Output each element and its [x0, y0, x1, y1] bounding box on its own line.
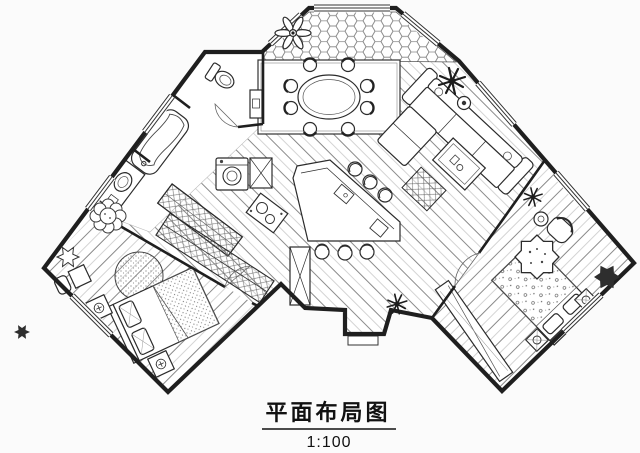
wardrobe-cabinet — [155, 212, 275, 304]
bar-stools — [314, 161, 393, 261]
window — [84, 174, 116, 212]
entry-plant-icon — [386, 293, 408, 315]
dark-bush-icon — [594, 265, 620, 289]
palm-plant-icon — [523, 187, 543, 207]
door-arc — [454, 252, 481, 287]
dining-area — [257, 57, 401, 137]
window — [314, 3, 390, 13]
door-arc — [214, 102, 239, 128]
stove — [245, 192, 289, 234]
window — [68, 292, 115, 339]
window — [552, 170, 591, 213]
washing-machine — [215, 157, 249, 191]
nightstand — [146, 349, 176, 379]
round-spiky-plant-icon — [514, 234, 560, 280]
window — [474, 80, 518, 128]
scale-label: 1:100 — [306, 434, 351, 451]
page-title: 平面布局图 — [265, 400, 390, 425]
window — [400, 10, 442, 48]
palm-plant-icon — [437, 66, 467, 96]
nightstand — [524, 327, 550, 353]
coffee-table — [431, 137, 487, 191]
title-block: 平面布局图 1:100 — [262, 400, 396, 451]
toilet — [204, 62, 235, 89]
armchair — [546, 216, 574, 244]
column — [249, 157, 273, 189]
cloud-shrub-icon — [89, 198, 127, 234]
bath-cabinet — [249, 89, 263, 119]
reading-side-table — [533, 211, 549, 227]
dining-table — [297, 74, 361, 120]
sofa — [377, 67, 534, 195]
corner-plant-icon — [14, 325, 30, 339]
spiky-shrub-icon — [55, 246, 81, 268]
door-arc — [224, 265, 252, 288]
entry-step — [347, 335, 379, 346]
interior-walls — [95, 52, 547, 319]
bar-island — [292, 159, 401, 261]
dining-chairs — [283, 57, 375, 137]
mirror-cabinet — [434, 279, 514, 383]
island-sink — [333, 183, 355, 205]
window — [141, 93, 176, 135]
living-rug — [401, 166, 447, 212]
flower-plant-icon — [274, 16, 312, 50]
window — [560, 291, 605, 335]
side-lamp-table — [456, 95, 472, 111]
bed-left — [106, 266, 220, 365]
